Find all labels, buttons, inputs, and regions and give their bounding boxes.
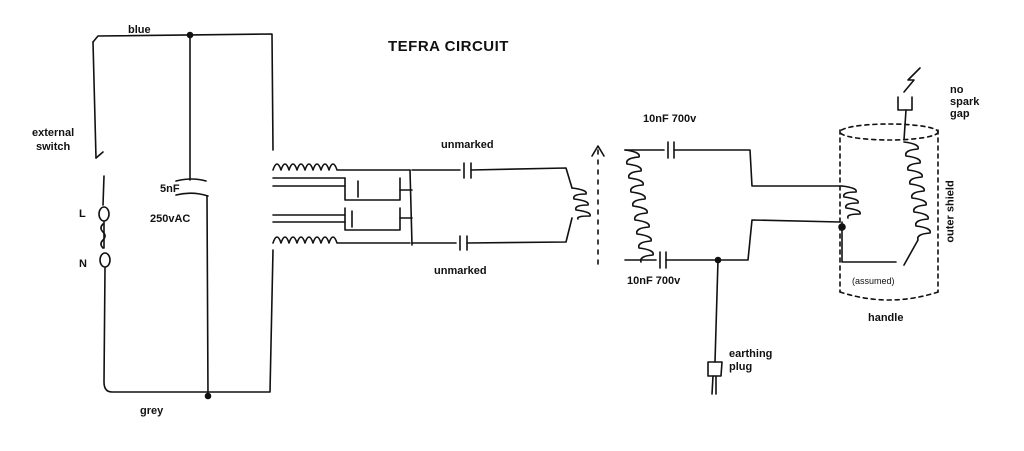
- earthing-line: [707, 256, 723, 395]
- label-handle: handle: [868, 312, 904, 324]
- label-grey-wire: grey: [140, 405, 164, 417]
- diagram-title: TEFRA CIRCUIT: [388, 38, 509, 55]
- capacitor-network-10nf: [624, 141, 843, 269]
- label-assumed: (assumed): [852, 276, 895, 286]
- secondary-coil: [624, 149, 655, 263]
- label-external: external: [32, 127, 75, 139]
- capacitor-5nf: [175, 178, 209, 197]
- label-cap-10nf-top: 10nF 700v: [643, 113, 697, 125]
- label-cap-unmarked-upper: unmarked: [441, 139, 494, 151]
- label-terminal-n: N: [79, 258, 87, 270]
- label-gap: gap: [950, 108, 970, 120]
- mains-terminals: [98, 206, 111, 268]
- coupling-arrow: [591, 145, 605, 266]
- handle-assembly: [838, 67, 939, 301]
- transformer-coils: [272, 163, 413, 246]
- external-switch: [95, 151, 104, 159]
- label-spark: spark: [950, 96, 980, 108]
- label-blue-wire: blue: [128, 24, 151, 36]
- label-cap-10nf-bottom: 10nF 700v: [627, 275, 681, 287]
- unmarked-capacitor-bank: [411, 162, 573, 251]
- label-switch: switch: [36, 141, 71, 153]
- label-no: no: [950, 84, 964, 96]
- label-cap-250vac: 250vAC: [150, 213, 191, 225]
- label-plug: plug: [729, 361, 753, 373]
- mains-loop: [92, 31, 274, 400]
- label-cap-unmarked-lower: unmarked: [434, 265, 487, 277]
- label-cap-5nf: 5nF: [160, 183, 180, 195]
- label-outer-shield: outer shield: [944, 180, 957, 243]
- primary-coil-small: [571, 187, 591, 220]
- label-terminal-l: L: [79, 208, 86, 220]
- label-earthing: earthing: [729, 348, 773, 360]
